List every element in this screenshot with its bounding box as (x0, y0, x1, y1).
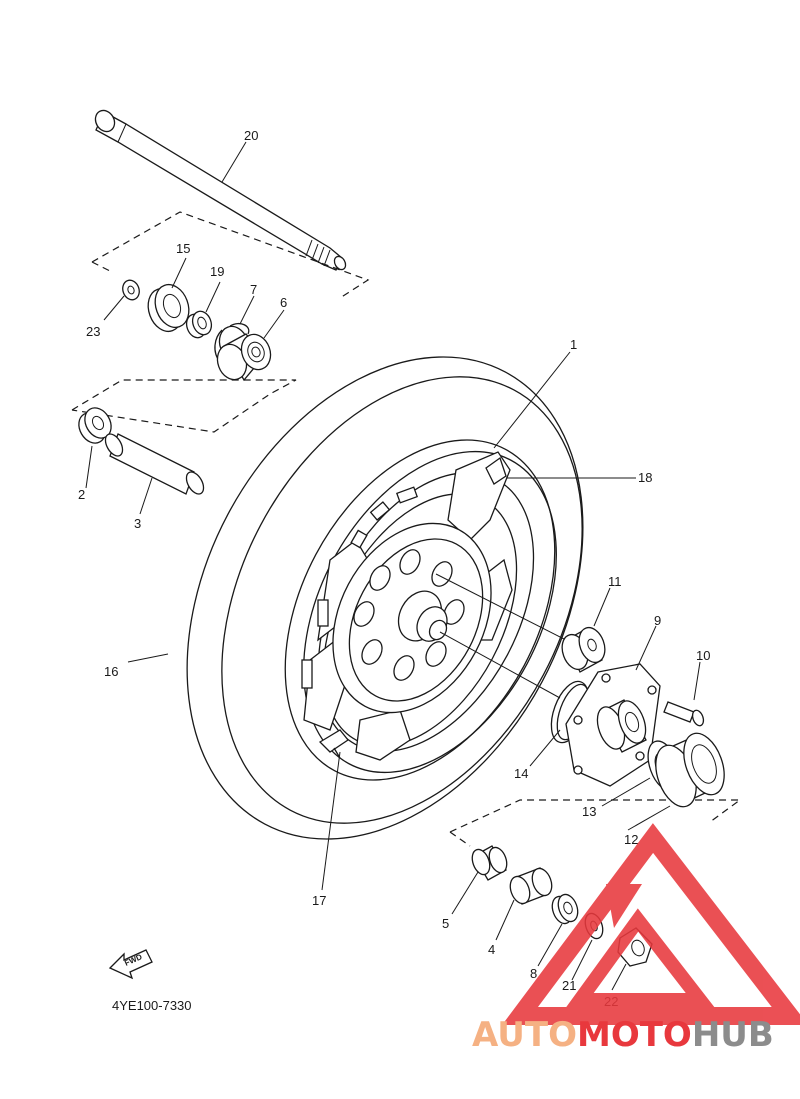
washer-part-23 (122, 279, 140, 301)
callout-23: 23 (86, 324, 100, 339)
fwd-arrow-icon: FWD (108, 949, 153, 980)
leader-lines (85, 141, 701, 991)
automotohub-logo-icon (502, 823, 800, 1025)
group-box-right-hub (449, 799, 742, 847)
callout-17: 17 (312, 893, 326, 908)
callout-8: 8 (530, 966, 537, 981)
callout-5: 5 (442, 916, 449, 931)
callout-16: 16 (104, 664, 118, 679)
callout-11: 11 (608, 574, 622, 589)
callout-12: 12 (624, 832, 638, 847)
callout-21: 21 (562, 978, 576, 993)
collar-part-2 (78, 407, 112, 444)
callout-4: 4 (488, 942, 495, 957)
callout-3: 3 (134, 516, 141, 531)
svg-text:AUTOMOTOHUB: AUTOMOTOHUB (472, 1015, 774, 1055)
callout-6: 6 (280, 295, 287, 310)
oil-seal-part-15 (147, 283, 190, 333)
watermark-text: AUTOMOTOHUB (472, 1015, 774, 1055)
spacer-tube-part-3 (104, 433, 205, 495)
spacer-part-19 (185, 310, 213, 339)
callout-20: 20 (244, 128, 258, 143)
balance-weight-part-18 (485, 456, 507, 485)
spacer-part-4 (509, 867, 553, 905)
callout-15: 15 (176, 241, 190, 256)
part-code-label: 4YE100-7330 (112, 998, 192, 1013)
collar-part-11 (561, 626, 606, 673)
callout-13: 13 (582, 804, 596, 819)
watermark-moto: MOTO (577, 1015, 692, 1055)
collar-part-5 (471, 845, 508, 881)
callout-9: 9 (654, 613, 661, 628)
callout-19: 19 (210, 264, 224, 279)
group-box-left-bearing (71, 211, 370, 433)
callout-14: 14 (514, 766, 528, 781)
bearing-part-6 (216, 333, 272, 382)
watermark-auto: AUTO (472, 1015, 577, 1055)
oil-seal-part-12 (655, 732, 725, 808)
hub-center (332, 522, 492, 714)
callout-1: 1 (570, 337, 577, 352)
callout-18: 18 (638, 470, 652, 485)
watermark-hub: HUB (692, 1015, 774, 1055)
clutch-hub-part-9 (565, 663, 661, 787)
callout-2: 2 (78, 487, 85, 502)
callout-7: 7 (250, 282, 257, 297)
bolt-part-10 (663, 701, 705, 727)
callout-10: 10 (696, 648, 710, 663)
bearing-part-8 (551, 893, 579, 925)
tire-part-16 (186, 356, 584, 840)
axle-part-20 (94, 109, 347, 271)
callout-numbers: 1 2 3 4 5 6 7 8 9 10 11 12 13 14 15 16 1… (78, 128, 710, 1009)
